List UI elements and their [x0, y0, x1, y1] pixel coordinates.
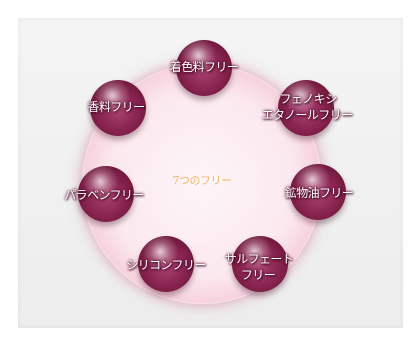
ball-colorant-free: [176, 40, 232, 96]
label-paraben-free: パラベンフリー: [64, 188, 144, 202]
ball-fragrance-free: [90, 80, 146, 136]
label-mineral-oil-free: 鉱物油フリー: [284, 186, 354, 200]
label-sulfate-free-line2: フリー: [240, 268, 276, 282]
center-label: 7つのフリー: [172, 174, 233, 187]
ball-phenoxyethanol-free: [278, 80, 334, 136]
ball-silicone-free: [138, 236, 194, 292]
label-sulfate-free-line1: サルフェート: [224, 252, 294, 266]
ball-sulfate-free: [232, 236, 288, 292]
label-fragrance-free: 香料フリー: [87, 100, 145, 114]
label-silicone-free: シリコンフリー: [126, 258, 206, 272]
label-colorant-free: 着色料フリー: [169, 60, 239, 74]
label-phenoxyethanol-free-line1: フェノキシ: [279, 92, 337, 106]
ball-paraben-free: [78, 166, 134, 222]
label-phenoxyethanol-free-line2: エタノールフリー: [261, 108, 353, 122]
ball-mineral-oil-free: [290, 164, 346, 220]
